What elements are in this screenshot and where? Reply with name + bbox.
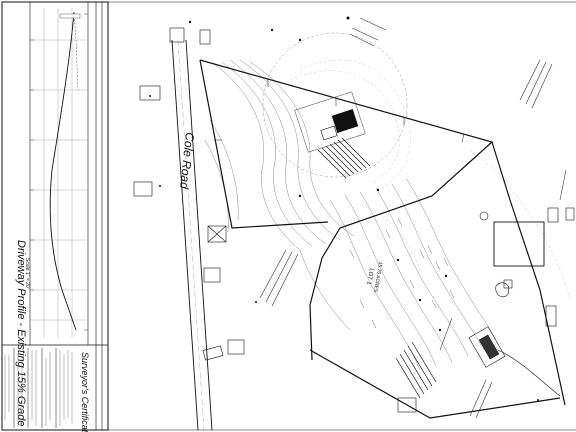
setback-circle: [262, 32, 408, 178]
contour-lines-faint: [289, 59, 571, 301]
profile-grid: [30, 8, 88, 338]
lot-label: LOT 1 15.76 ACRES: [365, 261, 383, 293]
certification-title: Surveyor's Certification: [80, 352, 90, 432]
profile-panel: Driveway Profile - Existing 15% Grade Sc…: [1, 1, 109, 432]
road-name-label: Cole Road: [177, 132, 197, 190]
property-boundary: [199, 59, 566, 419]
driveway-profile-line: [49, 11, 77, 331]
ledge-hatching: [349, 217, 455, 329]
cole-road: Cole Road: [171, 39, 213, 431]
spot-symbols: [149, 16, 539, 401]
boundary-ticks: [214, 79, 465, 143]
house-footprint: [294, 91, 366, 153]
profile-scale: Scale 1" = 20': [24, 258, 30, 289]
title-block: Surveyor's Certification: [4, 348, 90, 432]
illegible-annotations: [259, 17, 567, 419]
map-symbols: [133, 27, 575, 361]
leach-field-lower: [395, 341, 437, 413]
lot-acreage: 15.76 ACRES: [372, 261, 383, 293]
lower-structures: [468, 279, 561, 397]
leach-field: [317, 137, 371, 179]
contour-lines: [204, 59, 497, 371]
profile-ticks: [30, 13, 88, 331]
lot-number: LOT 1: [365, 268, 374, 286]
